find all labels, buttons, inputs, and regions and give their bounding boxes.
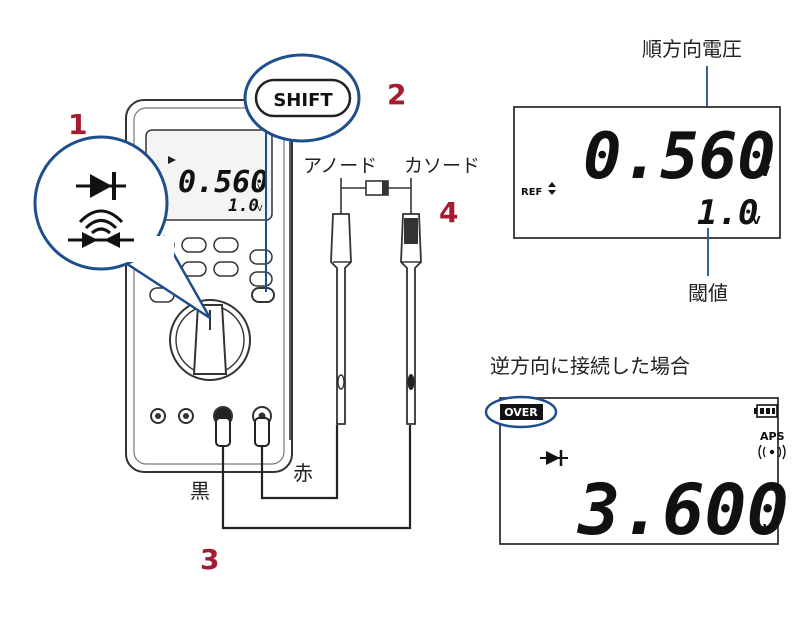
ref-down-icon [548, 190, 556, 195]
forward-value: 0.560 [583, 120, 776, 194]
threshold-unit: V [752, 214, 761, 227]
reverse-diode-icon [540, 450, 568, 466]
reverse-unit: V [763, 523, 773, 538]
ref-up-icon [548, 182, 556, 187]
probe-black [400, 178, 422, 425]
black-lead-wire [221, 425, 412, 530]
shift-button-label: SHIFT [273, 90, 333, 111]
multimeter: 0.560 V 1.0 V [125, 99, 293, 473]
black-lead-label: 黒 [190, 479, 210, 503]
meter-button[interactable] [213, 237, 239, 253]
rotary-dial[interactable] [169, 299, 251, 381]
black-plug [215, 417, 231, 447]
shift-button[interactable] [254, 78, 352, 118]
sound-wave-icon [758, 444, 786, 460]
lcd-diode-icon [168, 156, 176, 164]
continuity-buzzer-icon [68, 209, 134, 248]
meter-lcd-main-value: 0.560 [178, 165, 268, 200]
over-badge-label: OVER [504, 406, 538, 419]
red-lead-wire [260, 425, 339, 500]
meter-button[interactable] [249, 249, 273, 265]
step-2: 2 [387, 78, 406, 111]
forward-unit: V [760, 165, 770, 180]
over-badge [500, 404, 543, 420]
cathode-label: カソード [404, 155, 480, 177]
battery-icon [754, 404, 778, 418]
meter-lcd-sub-value: 1.0 [228, 196, 259, 216]
dial-knob[interactable] [192, 304, 228, 375]
probe-red [330, 178, 352, 425]
forward-voltage-callout: 順方向電圧 [642, 37, 742, 61]
meter-button[interactable] [249, 271, 273, 287]
ref-label: REF [521, 187, 542, 198]
meter-shift-button[interactable] [251, 287, 275, 303]
step-3: 3 [200, 543, 219, 576]
reverse-value: 3.600 [576, 469, 789, 551]
dial-function-callout [33, 135, 174, 271]
test-lead-wires [215, 417, 412, 530]
meter-lcd-sub-unit: V [257, 204, 263, 213]
meter-button[interactable] [181, 237, 207, 253]
step-4: 4 [439, 196, 458, 229]
forward-lcd-panel [513, 106, 781, 239]
aps-label: APS [760, 430, 785, 443]
anode-label: アノード [303, 155, 377, 177]
meter-button[interactable] [213, 261, 239, 277]
threshold-callout: 閾値 [688, 281, 728, 305]
red-plug [254, 417, 270, 447]
diode-icon [76, 172, 126, 200]
meter-lcd-main-unit: V [257, 183, 264, 193]
diode-component [341, 180, 411, 196]
red-lead-label: 赤 [293, 461, 313, 485]
step-1: 1 [68, 108, 87, 141]
shift-callout: SHIFT [243, 53, 361, 143]
threshold-value: 1.0 [697, 193, 758, 233]
reverse-caption: 逆方向に接続した場合 [490, 354, 690, 378]
